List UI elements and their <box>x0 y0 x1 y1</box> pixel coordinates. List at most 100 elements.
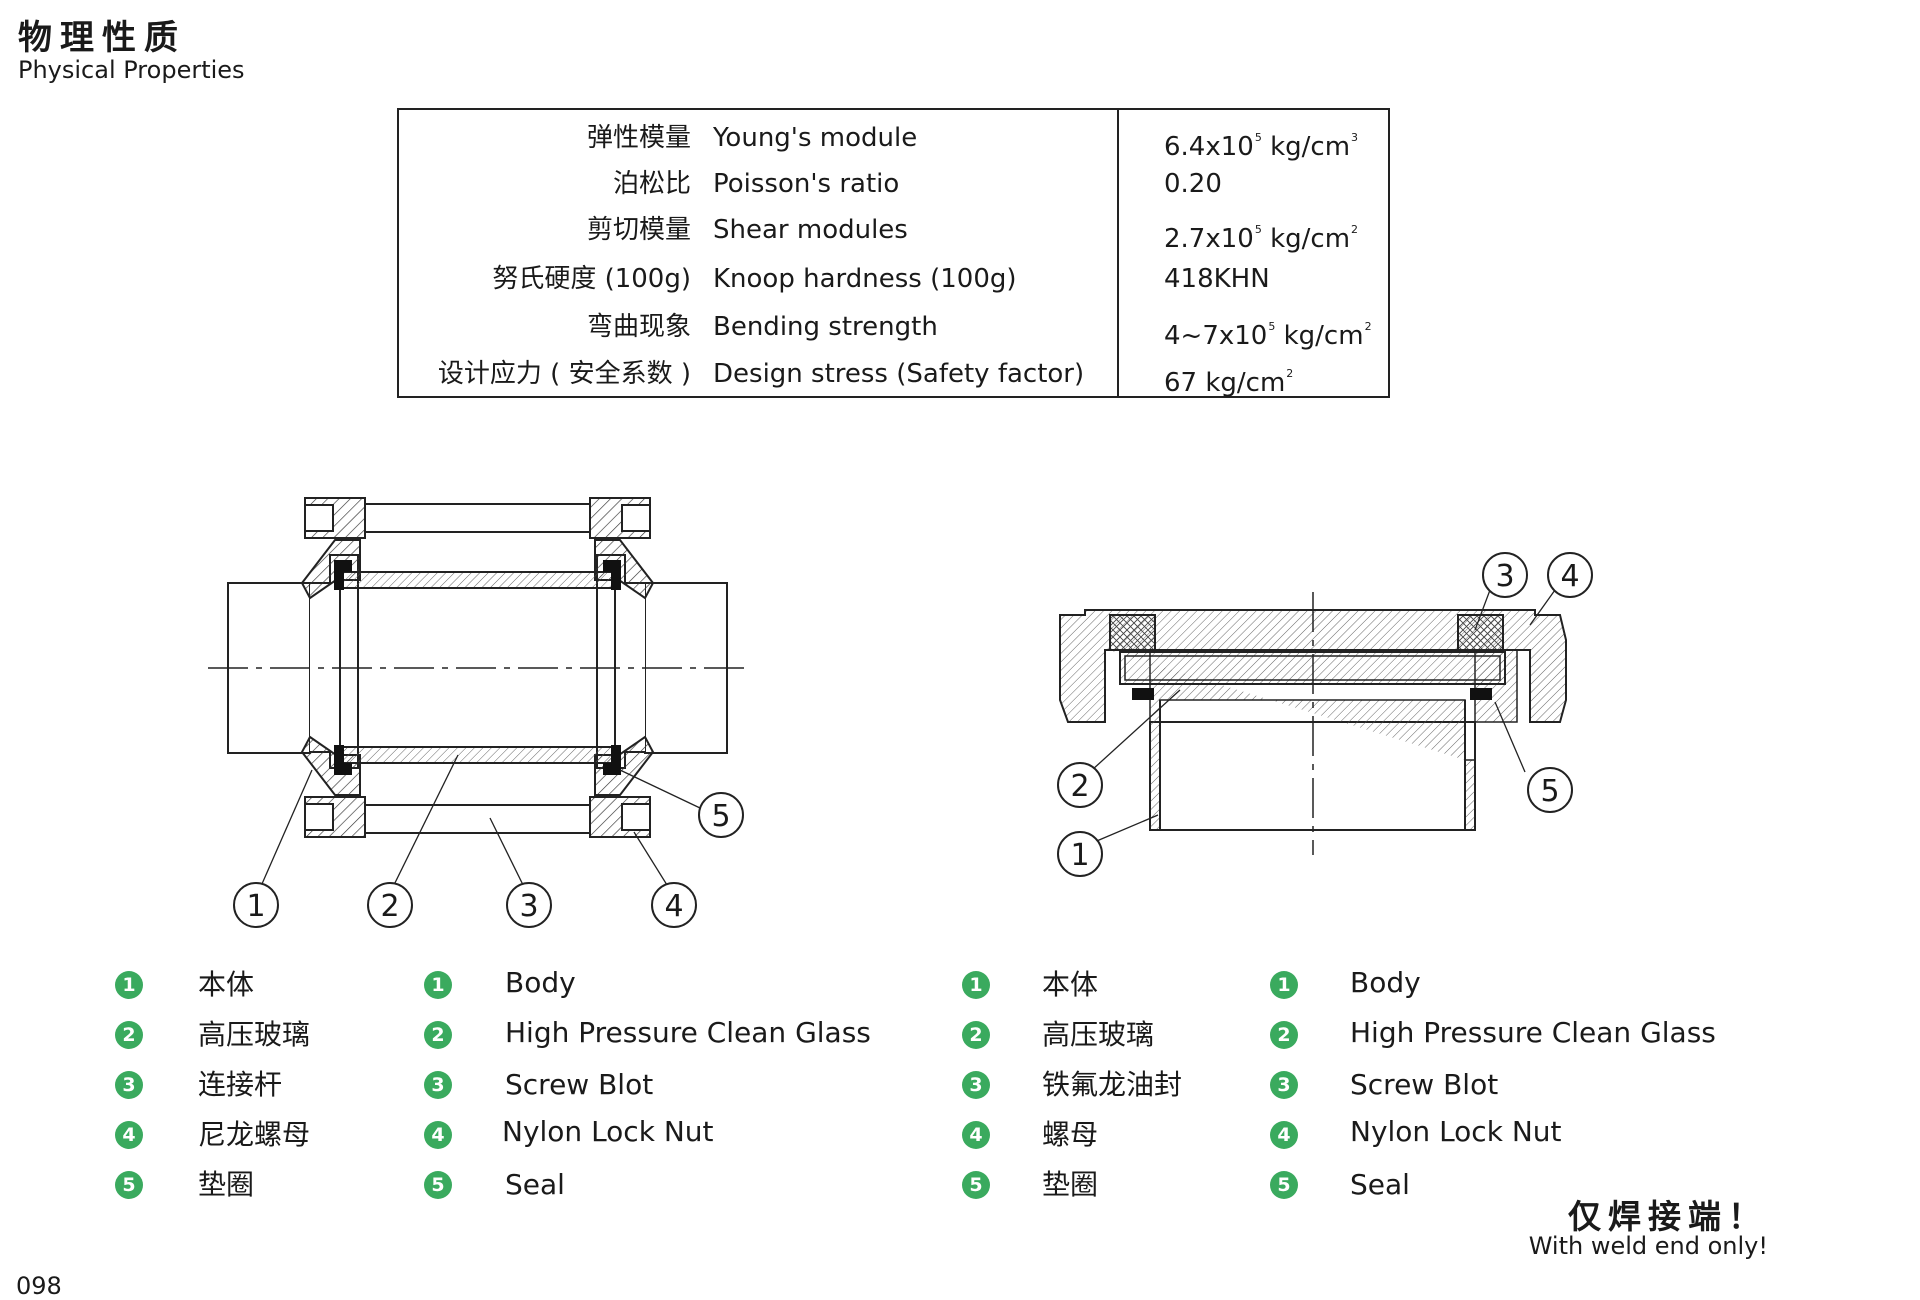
property-name-cn: 弯曲现象 <box>586 312 691 342</box>
legend-label-cn: 螺母 <box>1042 1118 1099 1151</box>
number-badge: 2 <box>1270 1021 1298 1049</box>
section-title-cn: 物理性质 <box>18 18 186 58</box>
number-badge: 4 <box>115 1121 143 1149</box>
left-drawing-callouts: 1 2 3 4 5 <box>246 799 730 924</box>
number-badge: 3 <box>115 1071 143 1099</box>
legend-label-cn: 本体 <box>198 968 255 1001</box>
legend-label-en: Screw Blot <box>1350 1068 1499 1101</box>
property-name-en: Poisson's ratio <box>713 169 900 199</box>
property-name-cn: 剪切模量 <box>586 215 691 245</box>
number-badge: 5 <box>1270 1171 1298 1199</box>
legend-badge: 5 <box>115 1167 143 1203</box>
legend-label-cn: 高压玻璃 <box>198 1018 311 1051</box>
legend-label-cn: 铁氟龙油封 <box>1042 1068 1183 1101</box>
page-number: 098 <box>16 1272 62 1300</box>
table-row: 泊松比 Poisson's ratio 0.20 <box>399 166 1388 202</box>
property-name-en: Shear modules <box>713 215 908 245</box>
property-name-en: Knoop hardness (100g) <box>713 264 1017 294</box>
legend-label-cn: 本体 <box>1042 968 1099 1001</box>
number-badge: 2 <box>115 1021 143 1049</box>
callout-4: 4 <box>664 889 683 924</box>
callout-2: 2 <box>380 889 399 924</box>
property-name-cn: 泊松比 <box>612 169 691 199</box>
weld-end-note-en: With weld end only! <box>1528 1232 1768 1260</box>
number-badge: 2 <box>424 1021 452 1049</box>
property-value: 2.7x105 kg/cm2 <box>1164 223 1359 254</box>
property-name-en: Design stress (Safety factor) <box>713 359 1085 389</box>
number-badge: 2 <box>962 1021 990 1049</box>
property-value: 4~7x105 kg/cm2 <box>1164 320 1372 351</box>
table-row: 努氏硬度 (100g) Knoop hardness (100g) 418KHN <box>399 261 1388 297</box>
legend-badge: 5 <box>962 1167 990 1203</box>
number-badge: 1 <box>424 971 452 999</box>
callout-4: 4 <box>1560 559 1579 594</box>
number-badge: 4 <box>424 1121 452 1149</box>
section-title-en: Physical Properties <box>18 56 245 84</box>
table-row: 剪切模量 Shear modules 2.7x105 kg/cm2 <box>399 212 1388 254</box>
number-badge: 3 <box>962 1071 990 1099</box>
property-name-en: Young's module <box>713 123 918 153</box>
number-badge: 3 <box>424 1071 452 1099</box>
legend-label-en: Screw Blot <box>505 1068 654 1101</box>
property-value: 0.20 <box>1164 169 1222 199</box>
number-badge: 4 <box>1270 1121 1298 1149</box>
legend-badge: 2 <box>962 1017 990 1053</box>
table-divider <box>1117 110 1119 396</box>
legend-badge: 1 <box>115 967 143 1003</box>
table-row: 弯曲现象 Bending strength 4~7x105 kg/cm2 <box>399 309 1388 351</box>
callout-3: 3 <box>519 889 538 924</box>
legend-badge: 3 <box>115 1067 143 1103</box>
weld-end-note-cn: 仅焊接端！ <box>1568 1197 1768 1236</box>
table-row: 弹性模量 Young's module 6.4x105 kg/cm3 <box>399 120 1388 162</box>
property-name-cn: 弹性模量 <box>586 123 691 153</box>
weld-end-sight-glass-drawing <box>1057 552 1593 877</box>
legend-label-cn: 垫圈 <box>198 1168 255 1201</box>
right-drawing-callouts: 1 2 3 4 5 <box>1070 559 1579 873</box>
legend-badge: 2 <box>424 1017 452 1053</box>
legend-badge: 1 <box>962 967 990 1003</box>
callout-1: 1 <box>246 889 265 924</box>
legend-label-en: Seal <box>505 1168 565 1201</box>
legend-badge: 4 <box>424 1117 452 1153</box>
property-value: 418KHN <box>1164 264 1270 294</box>
number-badge: 5 <box>424 1171 452 1199</box>
legend-label-en: Seal <box>1350 1168 1410 1201</box>
legend-label-en: Nylon Lock Nut <box>502 1115 714 1148</box>
legend-badge: 5 <box>1270 1167 1298 1203</box>
legend-badge: 4 <box>115 1117 143 1153</box>
number-badge: 4 <box>962 1121 990 1149</box>
legend-badge: 1 <box>1270 967 1298 1003</box>
legend-label-cn: 尼龙螺母 <box>198 1118 311 1151</box>
legend-label-cn: 连接杆 <box>198 1068 283 1101</box>
callout-3: 3 <box>1495 559 1514 594</box>
property-value: 67 kg/cm2 <box>1164 367 1294 398</box>
sight-glass-assembly-drawing <box>208 497 748 928</box>
legend-badge: 3 <box>424 1067 452 1103</box>
number-badge: 5 <box>962 1171 990 1199</box>
table-row: 设计应力 ( 安全系数 ) Design stress (Safety fact… <box>399 356 1388 398</box>
property-value: 6.4x105 kg/cm3 <box>1164 131 1359 162</box>
legend-badge: 2 <box>115 1017 143 1053</box>
number-badge: 3 <box>1270 1071 1298 1099</box>
property-name-cn: 设计应力 ( 安全系数 ) <box>437 359 691 389</box>
legend-badge: 4 <box>1270 1117 1298 1153</box>
legend-label-en: Body <box>505 966 576 999</box>
legend-label-en: Nylon Lock Nut <box>1350 1115 1562 1148</box>
property-name-cn: 努氏硬度 (100g) <box>492 264 691 294</box>
callout-5: 5 <box>711 799 730 834</box>
legend-label-en: High Pressure Clean Glass <box>505 1016 871 1049</box>
legend-badge: 2 <box>1270 1017 1298 1053</box>
legend-label-cn: 垫圈 <box>1042 1168 1099 1201</box>
number-badge: 1 <box>115 971 143 999</box>
legend-badge: 1 <box>424 967 452 1003</box>
legend-badge: 3 <box>962 1067 990 1103</box>
callout-2: 2 <box>1070 769 1089 804</box>
number-badge: 1 <box>962 971 990 999</box>
legend-label-en: High Pressure Clean Glass <box>1350 1016 1716 1049</box>
legend-label-cn: 高压玻璃 <box>1042 1018 1155 1051</box>
number-badge: 1 <box>1270 971 1298 999</box>
legend-badge: 3 <box>1270 1067 1298 1103</box>
legend-label-en: Body <box>1350 966 1421 999</box>
property-name-en: Bending strength <box>713 312 938 342</box>
